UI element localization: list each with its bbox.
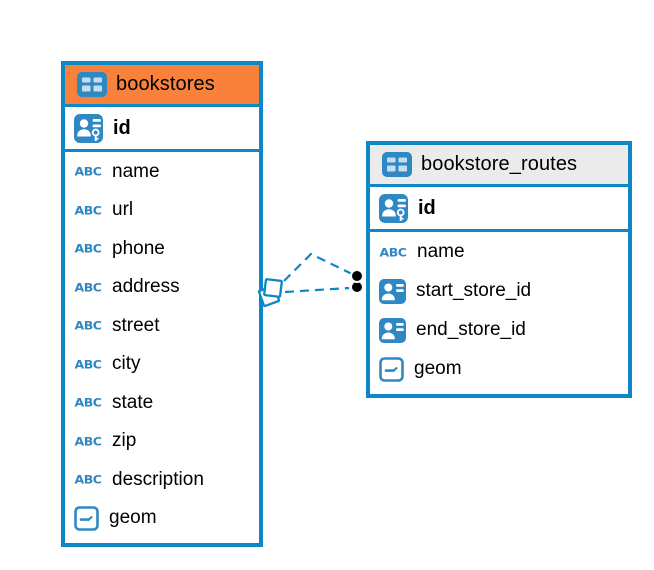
row-bookstores-phone[interactable]: ABC phone	[65, 230, 259, 268]
table-title: bookstores	[116, 73, 215, 95]
table-routes-columns: ABC name start_store_id end_store_id ge	[370, 232, 628, 389]
row-bookstores-city[interactable]: ABC city	[65, 345, 259, 383]
column-label: address	[112, 276, 180, 298]
row-routes-name[interactable]: ABC name	[370, 233, 628, 271]
row-bookstores-description[interactable]: ABC description	[65, 461, 259, 499]
table-bookstore-routes[interactable]: bookstore_routes id ABC name start_store…	[366, 141, 632, 398]
table-bookstores-header[interactable]: bookstores	[65, 65, 259, 107]
column-label: id	[418, 196, 436, 219]
column-label: name	[417, 241, 465, 262]
table-bookstores[interactable]: bookstores id ABC name ABC url ABC phone…	[61, 61, 263, 547]
column-label: id	[113, 116, 131, 139]
primary-key-icon	[379, 193, 408, 223]
row-bookstores-id[interactable]: id	[65, 107, 259, 152]
column-label: city	[112, 353, 141, 375]
row-bookstores-street[interactable]: ABC street	[65, 307, 259, 345]
table-icon	[77, 72, 107, 97]
relationship-line-1[interactable]	[283, 252, 353, 282]
text-type-icon: ABC	[74, 241, 102, 256]
row-bookstores-name[interactable]: ABC name	[65, 153, 259, 191]
column-label: zip	[112, 430, 137, 452]
column-label: geom	[109, 507, 157, 529]
column-label: state	[112, 391, 154, 413]
row-routes-end-store-id[interactable]: end_store_id	[370, 311, 628, 349]
relationship-line-2[interactable]	[284, 286, 350, 294]
text-type-icon: ABC	[74, 280, 102, 295]
row-bookstores-url[interactable]: ABC url	[65, 191, 259, 229]
relationship-target-marker[interactable]	[350, 269, 364, 294]
text-type-icon: ABC	[74, 395, 102, 410]
geometry-type-icon	[379, 356, 404, 382]
foreign-key-icon	[379, 317, 406, 343]
table-bookstore-routes-header[interactable]: bookstore_routes	[370, 145, 628, 187]
column-label: name	[112, 160, 160, 182]
column-label: end_store_id	[416, 319, 526, 340]
text-type-icon: ABC	[379, 245, 407, 259]
text-type-icon: ABC	[74, 203, 102, 217]
text-type-icon: ABC	[74, 472, 102, 487]
table-icon	[382, 152, 412, 177]
text-type-icon: ABC	[74, 357, 102, 372]
text-type-icon: ABC	[74, 434, 102, 449]
row-bookstores-zip[interactable]: ABC zip	[65, 422, 259, 460]
column-label: start_store_id	[416, 280, 532, 301]
column-label: url	[112, 199, 134, 221]
row-bookstores-address[interactable]: ABC address	[65, 268, 259, 306]
row-routes-id[interactable]: id	[370, 187, 628, 232]
column-label: geom	[414, 358, 462, 379]
row-bookstores-state[interactable]: ABC state	[65, 384, 259, 422]
column-label: description	[112, 468, 204, 490]
foreign-key-icon	[379, 278, 406, 304]
table-title: bookstore_routes	[421, 153, 578, 175]
row-bookstores-geom[interactable]: geom	[65, 499, 259, 537]
row-routes-geom[interactable]: geom	[370, 350, 628, 388]
text-type-icon: ABC	[74, 164, 102, 179]
table-bookstores-columns: ABC name ABC url ABC phone ABC address A…	[65, 152, 259, 538]
column-label: phone	[112, 237, 165, 259]
geometry-type-icon	[74, 506, 99, 531]
column-label: street	[112, 314, 160, 336]
row-routes-start-store-id[interactable]: start_store_id	[370, 272, 628, 310]
text-type-icon: ABC	[74, 318, 102, 333]
primary-key-icon	[74, 113, 103, 143]
